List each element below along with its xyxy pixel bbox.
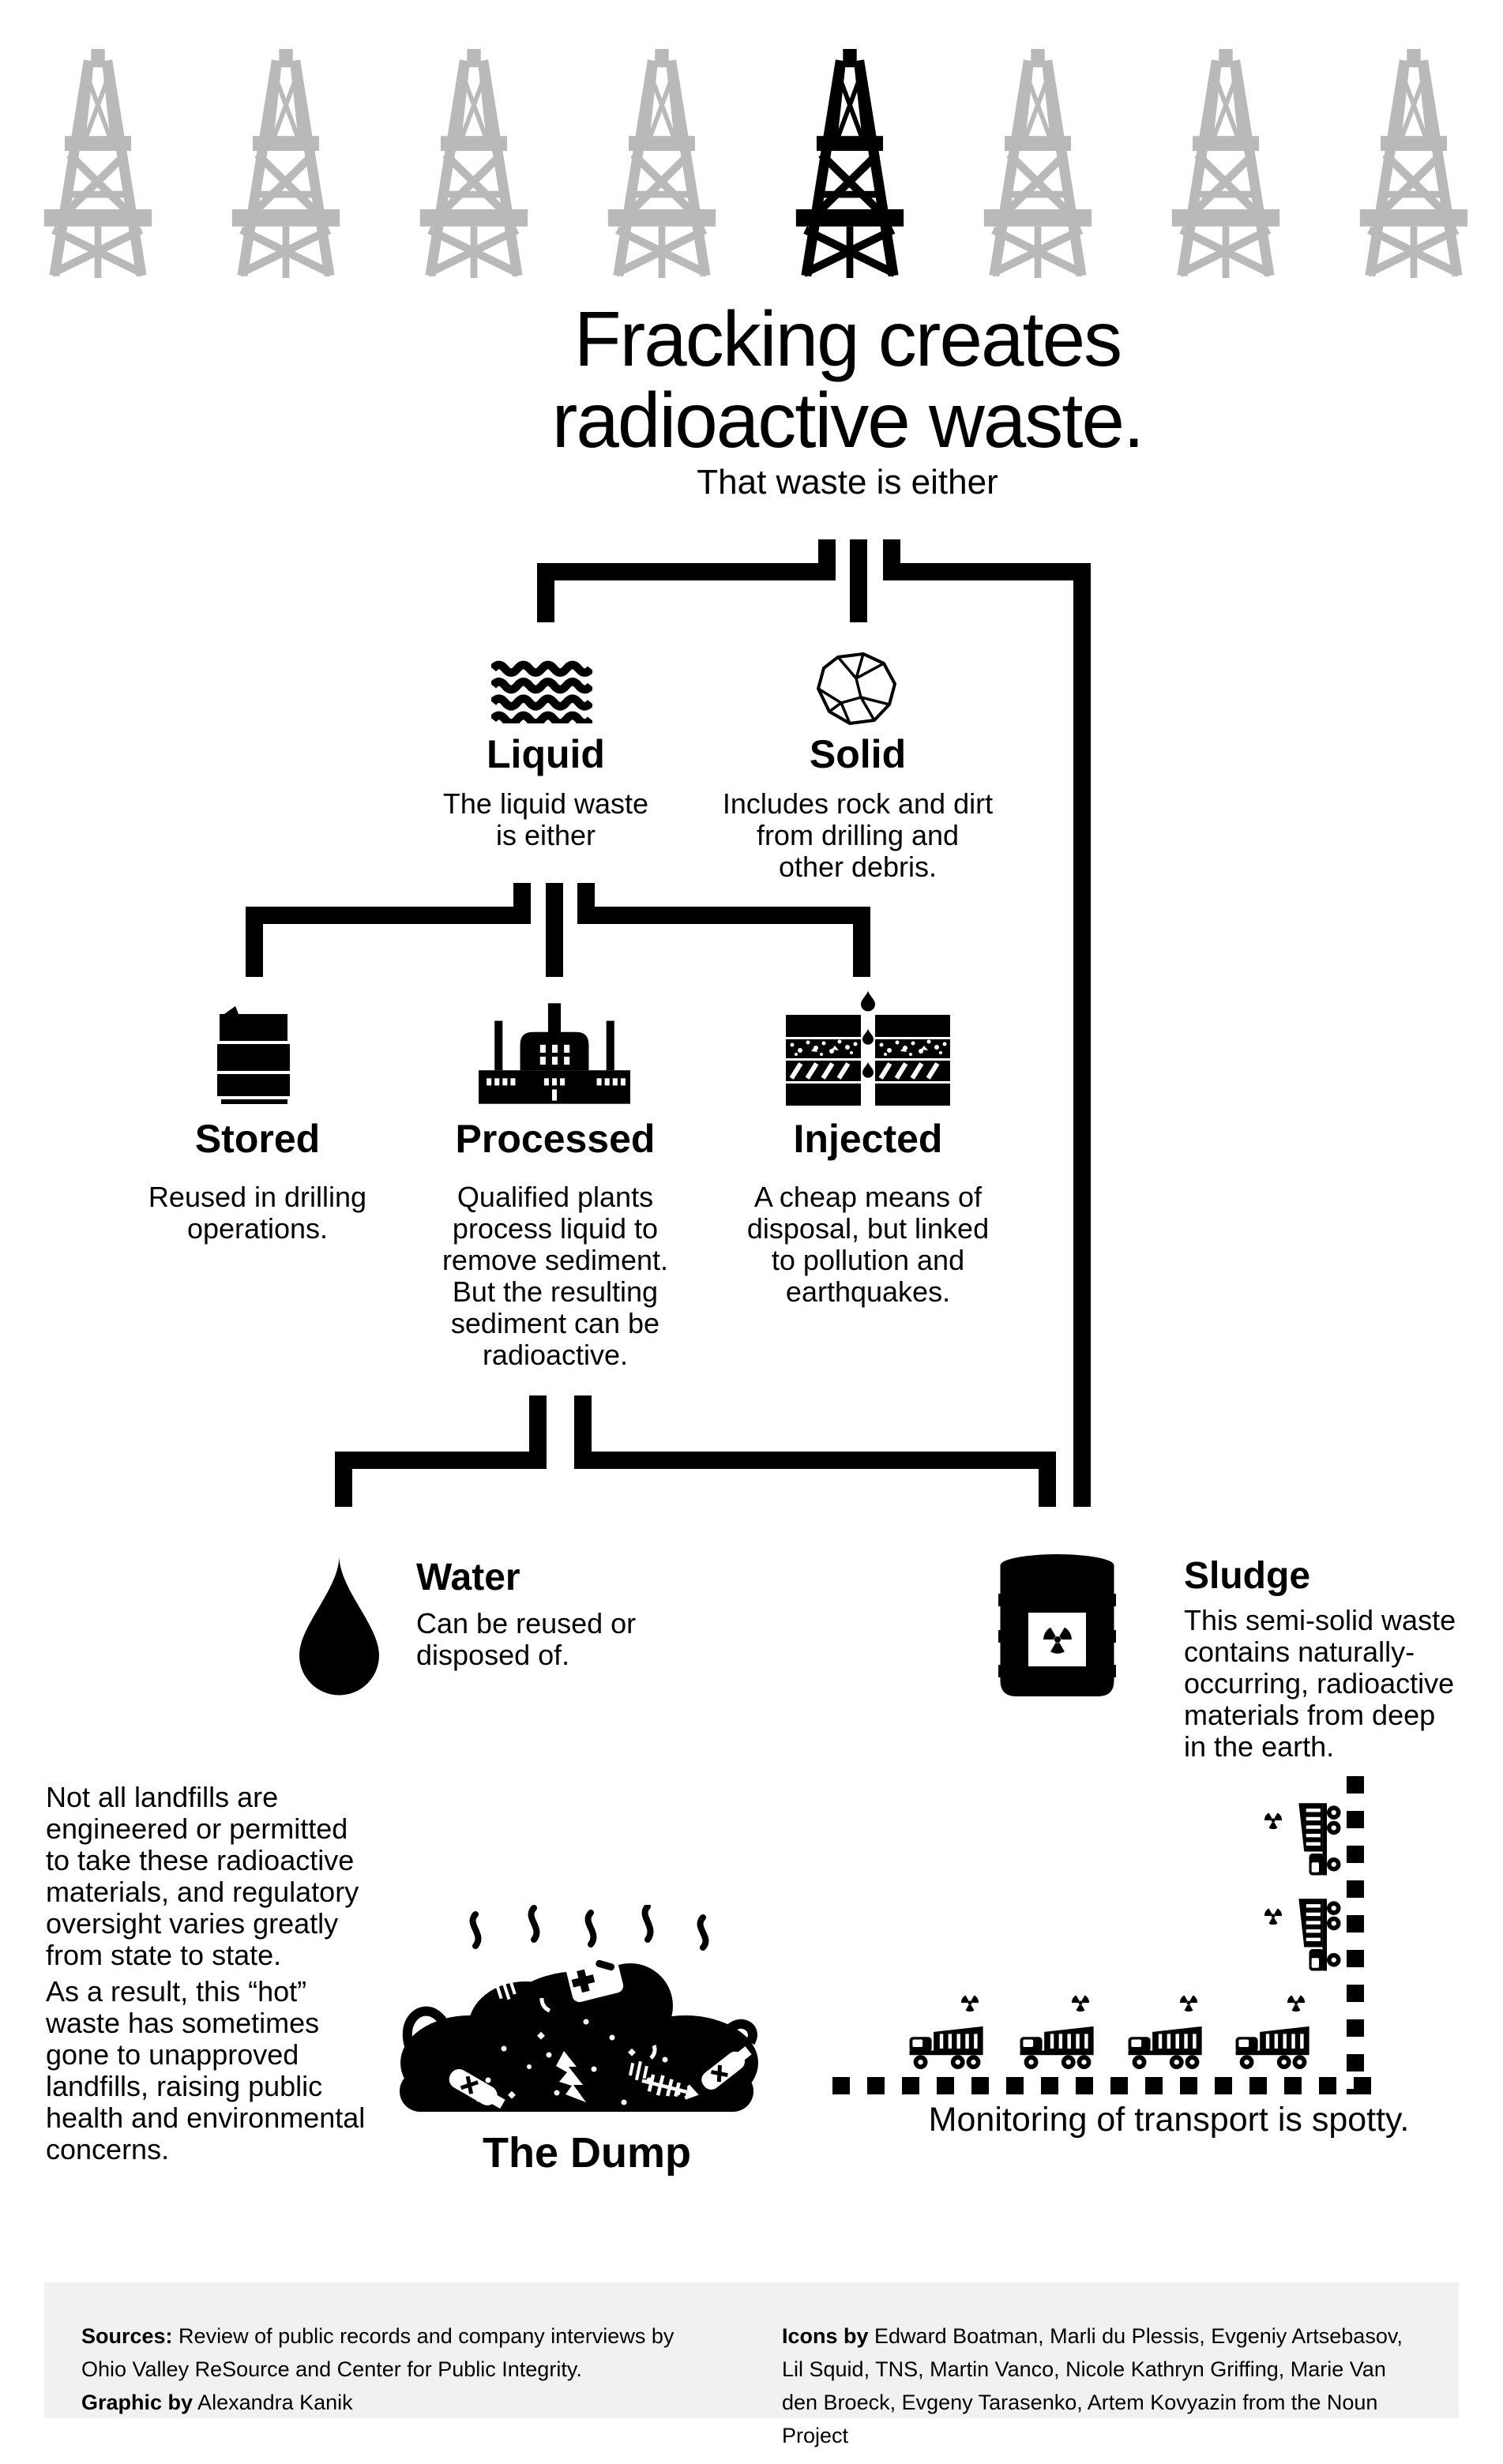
icons-by-text: Edward Boatman, Marli du Plessis, Evgeni… [782, 2324, 1403, 2447]
rock-icon [817, 652, 896, 725]
dump-truck-icon [1294, 1798, 1344, 1877]
transport-route-horizontal-dashed-line [832, 2077, 1385, 2094]
oil-derrick-icon-black [781, 49, 919, 278]
water-desc: Can be reused or disposed of. [416, 1607, 637, 1671]
connector-fork3-drop-sludge [1039, 1452, 1056, 1507]
connector-fork1-horizontal-right [883, 563, 1091, 580]
page-title: Fracking creates radioactive waste. [551, 295, 1144, 464]
oil-derrick-icon [29, 49, 167, 278]
transport-note: Monitoring of transport is spotty. [928, 2101, 1410, 2139]
garbage-pile-icon [400, 1905, 758, 2112]
page-subtitle: That waste is either [697, 463, 998, 501]
radiation-trefoil-icon [1071, 1995, 1090, 2012]
radiation-trefoil-icon [1264, 1908, 1283, 1925]
dump-truck-icon [1126, 2022, 1207, 2072]
sludge-label: Sludge [1184, 1555, 1311, 1597]
injected-label: Injected [793, 1117, 943, 1161]
connector-fork3-stub-left [529, 1395, 547, 1452]
graphic-by-label: Graphic by [81, 2390, 194, 2414]
sources-label: Sources: [81, 2324, 173, 2348]
processed-label: Processed [455, 1117, 656, 1161]
dump-truck-icon [1018, 2022, 1099, 2072]
icons-by-label: Icons by [782, 2324, 869, 2348]
liquid-desc: The liquid waste is either [442, 787, 649, 851]
connector-fork3-stub-right [574, 1395, 592, 1452]
landfill-paragraph-2: As a result, this “hot” waste has someti… [46, 1975, 366, 2165]
dump-truck-icon [1234, 2022, 1314, 2072]
water-waves-icon [491, 660, 592, 723]
processed-desc: Qualified plants process liquid to remov… [442, 1181, 669, 1371]
radiation-trefoil-icon [1287, 1995, 1306, 2012]
connector-fork2-horizontal-left [246, 907, 531, 924]
oil-derrick-icon [1157, 49, 1294, 278]
connector-fork1-horizontal-left [537, 563, 836, 580]
truck-down-group [1259, 1798, 1346, 1877]
oil-derrick-icon [969, 49, 1107, 278]
oil-derrick-icon [405, 49, 543, 278]
footer: Sources: Review of public records and co… [44, 2282, 1459, 2447]
dump-truck-icon [1294, 1894, 1344, 1973]
truck-down-group [1259, 1894, 1346, 1973]
injection-well-icon [786, 991, 950, 1106]
oil-barrel-icon [217, 1006, 290, 1104]
connector-fork1-center [850, 539, 867, 622]
radioactive-barrel-icon [998, 1554, 1116, 1696]
radiation-trefoil-icon [960, 1995, 979, 2012]
sources-text: Review of public records and company int… [81, 2324, 674, 2381]
factory-icon [479, 1003, 630, 1104]
stored-desc: Reused in drilling operations. [148, 1181, 367, 1245]
radiation-trefoil-icon [1264, 1812, 1283, 1830]
sludge-desc: This semi-solid waste contains naturally… [1184, 1604, 1456, 1763]
footer-icon-credits: Icons by Edward Boatman, Marli du Plessi… [782, 2320, 1414, 2452]
water-drop-icon [299, 1556, 379, 1696]
connector-fork2-center [546, 883, 563, 977]
radiation-trefoil-icon [1179, 1995, 1198, 2012]
oil-derrick-icon [217, 49, 355, 278]
oil-derrick-icon [593, 49, 731, 278]
connector-fork2-drop-injected [853, 907, 870, 977]
landfill-paragraph-1: Not all landfills are engineered or perm… [46, 1781, 359, 1971]
connector-solid-to-sludge-long [1073, 563, 1091, 1507]
connector-fork2-horizontal-right [577, 907, 870, 924]
solid-label: Solid [809, 732, 907, 776]
connector-fork3-drop-water [335, 1452, 352, 1507]
dump-truck-icon [907, 2022, 988, 2072]
water-label: Water [416, 1557, 520, 1598]
oil-derrick-icon [1345, 49, 1482, 278]
graphic-by-text: Alexandra Kanik [193, 2390, 353, 2414]
stored-label: Stored [194, 1117, 321, 1161]
connector-fork3-horizontal-right [574, 1452, 1056, 1469]
connector-fork1-drop-liquid [537, 563, 554, 622]
footer-sources: Sources: Review of public records and co… [81, 2320, 697, 2420]
injected-desc: A cheap means of disposal, but linked to… [746, 1181, 990, 1308]
transport-route-vertical-dashed-line [1347, 1776, 1364, 2094]
connector-fork2-drop-stored [246, 907, 263, 977]
solid-desc: Includes rock and dirt from drilling and… [722, 787, 994, 883]
liquid-label: Liquid [487, 732, 605, 776]
dump-label: The Dump [483, 2129, 691, 2177]
connector-fork3-horizontal-left [335, 1452, 547, 1469]
